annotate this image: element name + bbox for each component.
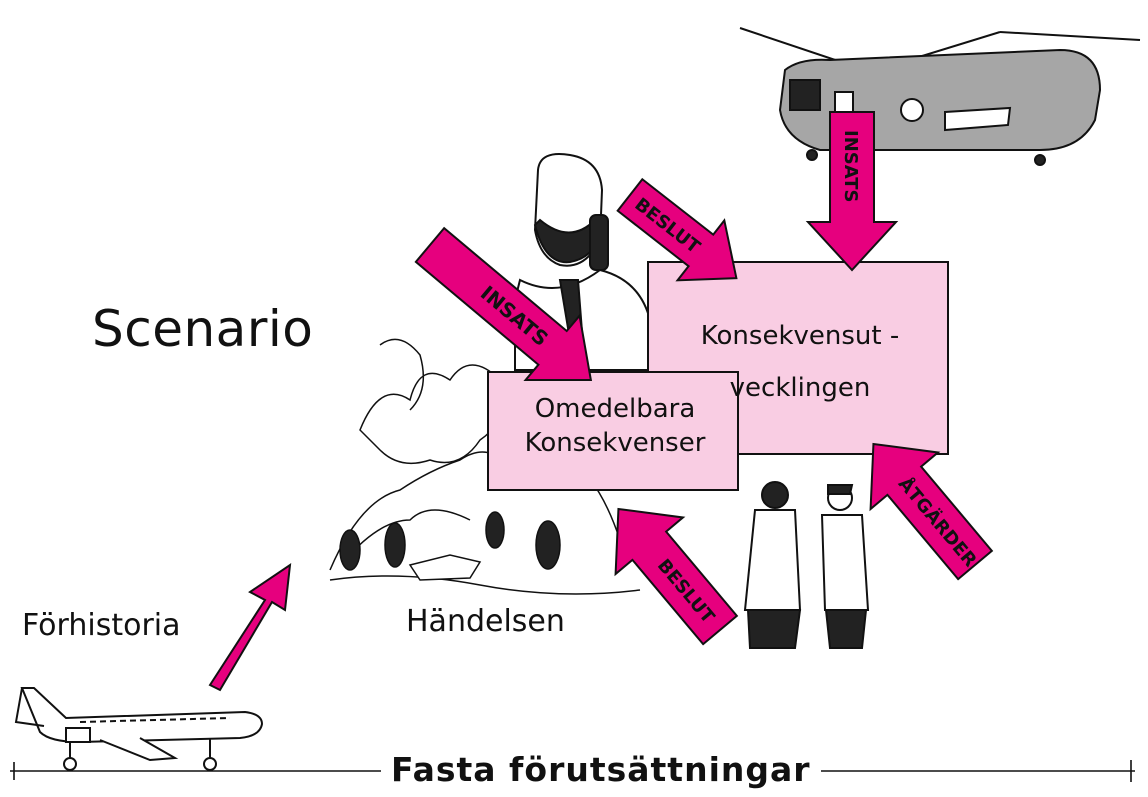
arrow-label-insats-heli: INSATS [840,130,861,203]
prehistory-label: Förhistoria [22,608,181,643]
event-label: Händelsen [406,604,565,639]
development-line2: vecklingen [729,373,871,403]
two-people-illustration [743,481,870,649]
immediate-line1: Omedelbara [534,394,696,424]
development-line1: Konsekvensut - [700,321,900,351]
arrow-beslut-bottom: BESLUT [614,507,739,646]
development-box-text: Konsekvensut - vecklingen [650,310,950,414]
mountain-event-illustration [329,338,661,595]
airplane-illustration [14,687,264,771]
immediate-box-text: Omedelbara Konsekvenser [490,392,740,460]
immediate-line2: Konsekvenser [524,428,706,458]
diagram-title: Scenario [92,300,314,358]
baseline-label: Fasta förutsättningar [381,750,821,789]
arrow-insats-left: INSATS [414,226,593,382]
helicopter-illustration [739,27,1141,166]
prehistory-arrow [208,562,292,692]
immediate-box [487,371,739,491]
arrow-insats-heli: INSATS [805,111,899,272]
